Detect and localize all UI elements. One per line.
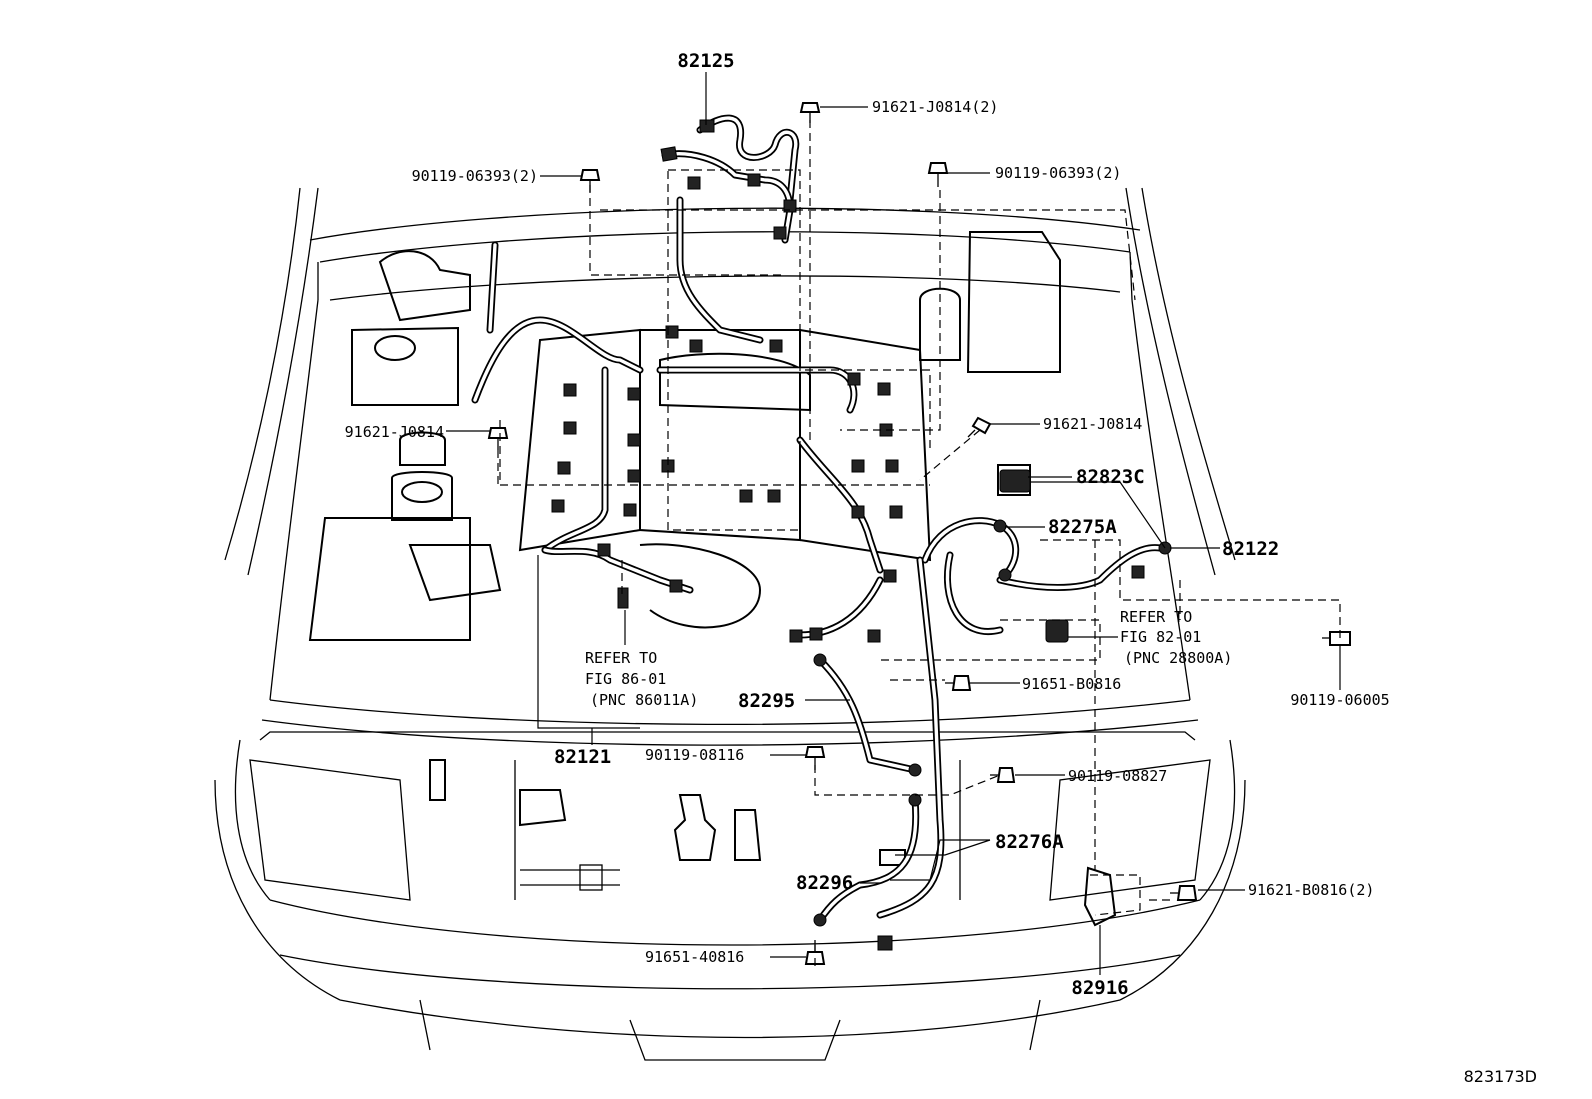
fastener-label-90119-08827: 90119-08827 [1068, 767, 1167, 785]
part-label-82295: 82295 [738, 690, 795, 712]
fastener-label-90119-08116: 90119-08116 [645, 746, 744, 764]
reference-note-fig-86-01-line3: (PNC 86011A) [590, 691, 698, 709]
vehicle-body-outline [214, 187, 1246, 1061]
fastener-label-91621-b0816-2: 91621-B0816(2) [1248, 881, 1374, 899]
bolt-icon [579, 169, 601, 192]
part-label-82125: 82125 [677, 50, 734, 72]
fastener-label-90119-06005: 90119-06005 [1290, 691, 1389, 709]
fastener-label-91651-40816: 91651-40816 [645, 948, 744, 966]
fastener-label-91651-b0816: 91651-B0816 [1022, 675, 1121, 693]
part-label-82121: 82121 [554, 746, 611, 768]
bolt-icon [1170, 885, 1198, 901]
reference-note-fig-86-01-line1: REFER TO [585, 649, 657, 667]
part-label-82122: 82122 [1222, 538, 1279, 560]
bolt-icon [990, 767, 1016, 783]
reference-note-fig-86-01-line2: FIG 86-01 [585, 670, 666, 688]
part-label-82916: 82916 [1071, 977, 1128, 999]
bolt-icon [804, 940, 826, 965]
part-label-82276a: 82276A [995, 831, 1064, 853]
bolt-icon [799, 102, 821, 123]
fastener-label-90119-06393-left: 90119-06393(2) [412, 167, 538, 185]
harness-connectors [551, 119, 1172, 951]
bolt-icon [1322, 631, 1351, 646]
reference-note-fig-82-01-line2: FIG 82-01 [1120, 628, 1201, 646]
dashed-reference-lines [497, 120, 1341, 970]
reference-note-fig-82-01-line1: REFER TO [1120, 608, 1192, 626]
figure-id: 823173D [1464, 1067, 1537, 1086]
fastener-label-91621-j0814-left: 91621-J0814 [345, 423, 444, 441]
fastener-label-90119-06393-right: 90119-06393(2) [995, 164, 1121, 182]
fastener-label-91621-j0814-right: 91621-J0814 [1043, 415, 1142, 433]
bolt-icon [927, 162, 949, 187]
leader-lines [446, 72, 1341, 975]
part-labels: 82125 91621-J0814(2) 90119-06393(2) 9011… [345, 50, 1537, 1086]
part-label-82296: 82296 [796, 872, 853, 894]
reference-note-fig-82-01-line3: (PNC 28800A) [1124, 649, 1232, 667]
bolt-icon [967, 416, 992, 438]
bolt-icon [487, 427, 509, 450]
bolt-icon [945, 675, 972, 691]
engine-components [308, 231, 1117, 927]
bolt-icon [804, 746, 826, 770]
fastener-label-91621-j0814-2: 91621-J0814(2) [872, 98, 998, 116]
part-label-82275a: 82275A [1048, 516, 1117, 538]
part-label-82823c: 82823C [1076, 466, 1145, 488]
